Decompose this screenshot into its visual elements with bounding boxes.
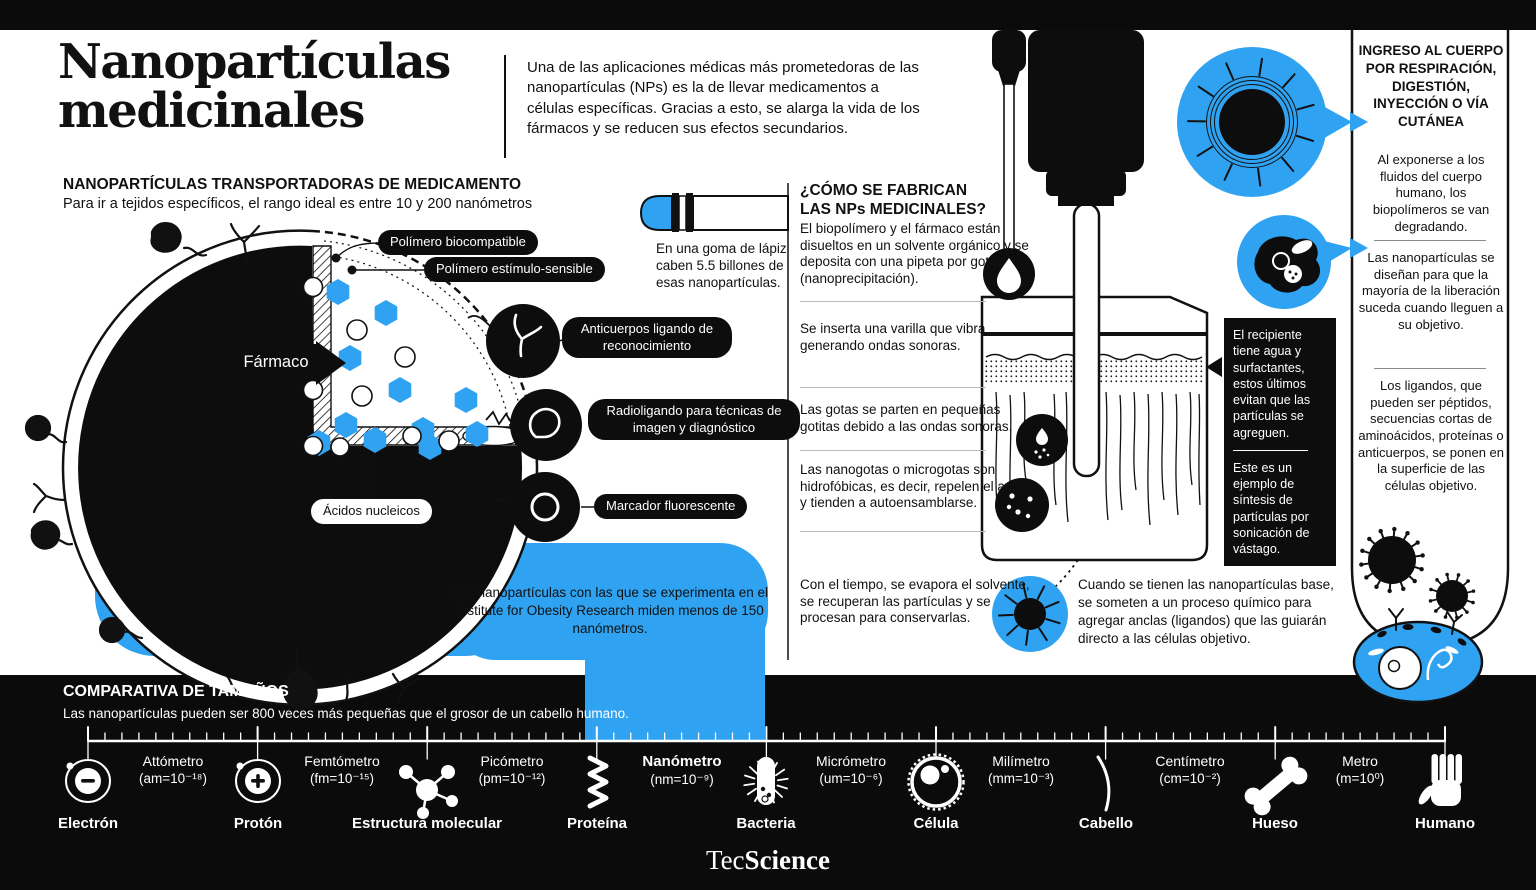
scale-item-label: Hueso <box>1252 815 1298 832</box>
scale-item-label: Célula <box>913 815 959 832</box>
top-black-bar <box>0 0 1536 30</box>
research-note: Las nanopartículas con las que se experi… <box>452 585 768 636</box>
label-polymer-biocompatible: Polímero biocompatible <box>378 230 538 255</box>
vessel-note-pointer-icon <box>1206 357 1222 377</box>
antibody-icon <box>513 313 543 358</box>
label-nucleic-acids: Ácidos nucleicos <box>310 498 433 525</box>
fabrication-heading: ¿CÓMO SE FABRICAN LAS NPs MEDICINALES? <box>800 182 987 219</box>
carrier-section-subheading: Para ir a tejidos específicos, el rango … <box>63 196 533 212</box>
sonicator-body <box>1028 30 1144 172</box>
sidebar-paragraph: Al exponerse a los fluidos del cuerpo hu… <box>1372 152 1490 234</box>
label-fluorescent-marker: Marcador fluorescente <box>594 494 748 519</box>
pipette-icon <box>992 30 1026 253</box>
scale-item-label: Electrón <box>57 815 118 832</box>
intro-paragraph: Una de las aplicaciones médicas más prom… <box>527 59 920 137</box>
fluorescent-marker-icon <box>530 492 560 522</box>
carrier-section-heading: NANOPARTÍCULAS TRANSPORTADORAS DE MEDICA… <box>63 176 522 193</box>
scale-item-label: Cabello <box>1078 815 1134 832</box>
vessel-note-1: El recipiente tiene agua y surfactantes,… <box>1233 328 1311 440</box>
scale-item-label: Protón <box>233 815 283 832</box>
label-radioligand: Radioligando para técnicas de imagen y d… <box>588 399 800 441</box>
anchors-note: Cuando se tienen las nanopartículas base… <box>1078 577 1334 646</box>
scale-item-label: Humano <box>1415 815 1475 832</box>
scale-unit: Metro(m=10⁰) <box>1335 753 1385 786</box>
page-title: Nanopartículas medicinales <box>58 34 451 139</box>
radioligand-icon <box>528 407 561 439</box>
sonicator-probe <box>1072 202 1101 478</box>
fabrication-step: Se inserta una varilla que vibra generan… <box>800 321 986 353</box>
blue-speech-bubble-large <box>1177 47 1368 197</box>
fabrication-step: Con el tiempo, se evapora el solvente, s… <box>800 577 1030 626</box>
cargo-circles <box>302 276 460 457</box>
scale-unit: Micrómetro(um=10⁻⁶) <box>815 753 886 786</box>
size-comparison-subheading: Las nanopartículas pueden ser 800 veces … <box>63 706 629 721</box>
sidebar-divider <box>1374 368 1486 369</box>
blue-speech-bubble-small <box>1237 215 1368 309</box>
scale-unit: Attómetro(am=10⁻¹⁸) <box>139 753 207 786</box>
tecscience-logo: TecScience <box>705 845 831 875</box>
drug-hexagons <box>307 279 489 460</box>
size-comparison-heading: COMPARATIVA DE TAMAÑOS <box>63 683 289 700</box>
fabrication-step: Las nanogotas o microgotas son hidrofóbi… <box>800 462 1028 511</box>
farmaco-arrow-icon <box>316 341 346 385</box>
scale-item-label: Proteína <box>566 815 627 832</box>
pencil-eraser-icon <box>639 193 789 232</box>
sidebar-heading: INGRESO AL CUERPO POR RESPIRACIÓN, DIGES… <box>1358 43 1504 130</box>
step-divider <box>800 450 986 451</box>
scale-unit: Milímetro(mm=10⁻³) <box>987 753 1054 786</box>
scale-item-label: Estructura molecular <box>351 815 503 832</box>
sidebar-paragraph: Los ligandos, que pueden ser péptidos, s… <box>1358 378 1504 493</box>
vessel-note-2: Este es un ejemplo de síntesis de partíc… <box>1233 460 1310 556</box>
surface-ligand-decorations <box>24 222 421 710</box>
step-divider <box>800 301 986 302</box>
vessel-note-box: El recipiente tiene agua y surfactantes,… <box>1224 318 1336 567</box>
label-antibodies: Anticuerpos ligando de reconocimiento <box>562 317 732 359</box>
sidebar-divider <box>1374 240 1486 241</box>
scale-unit-nanometro: Nanómetro(nm=10⁻⁹) <box>642 753 722 787</box>
step-divider <box>800 531 986 532</box>
scale-unit: Picómetro(pm=10⁻¹²) <box>478 753 546 786</box>
virus-particles <box>1368 536 1468 612</box>
fabrication-step: El biopolímero y el fármaco están disuel… <box>800 221 1029 287</box>
scale-unit: Femtómetro(fm=10⁻¹⁵) <box>304 753 380 786</box>
sidebar-paragraph: Las nanopartículas se diseñan para que l… <box>1358 250 1504 332</box>
step-divider <box>800 387 986 388</box>
label-polymer-stimulus: Polímero estímulo-sensible <box>424 257 605 282</box>
fabrication-step: Las gotas se parten en pequeñas gotitas … <box>800 402 1013 434</box>
scale-unit: Centímetro(cm=10⁻²) <box>1155 753 1225 786</box>
eraser-note: En una goma de lápiz caben 5.5 billones … <box>656 241 787 290</box>
scale-item-label: Bacteria <box>736 815 796 832</box>
label-farmaco: Fármaco <box>236 344 316 380</box>
